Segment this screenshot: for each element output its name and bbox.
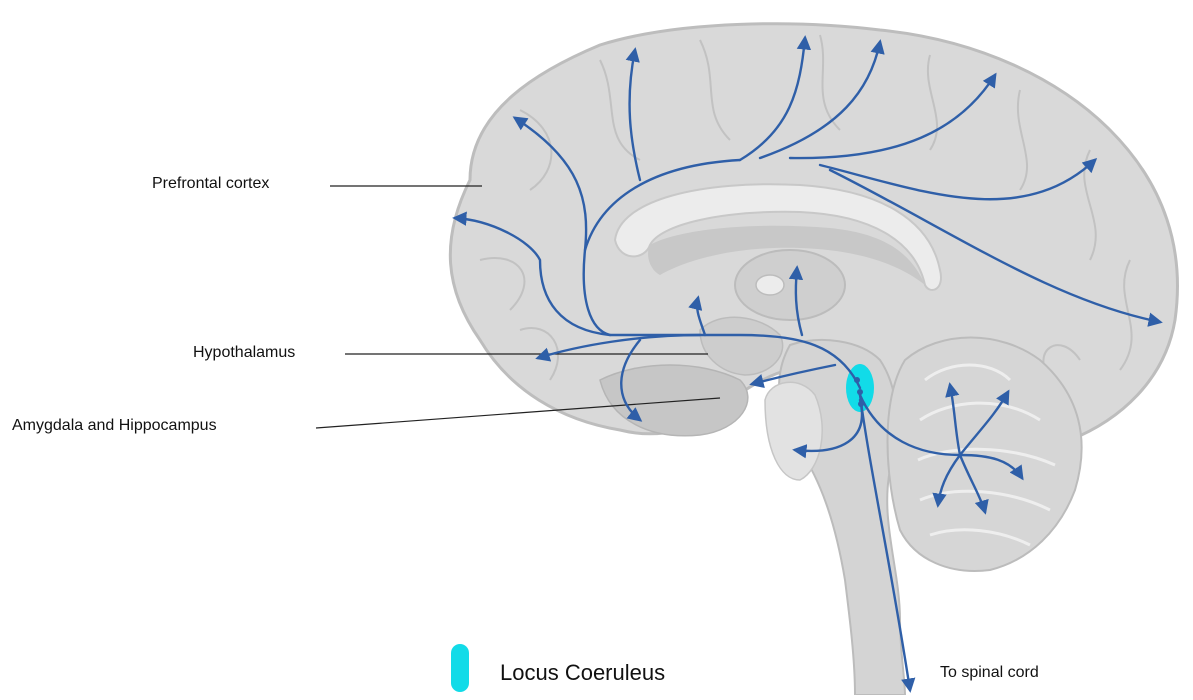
label-hypothalamus: Hypothalamus (193, 344, 295, 362)
legend-label-locus-coeruleus: Locus Coeruleus (500, 660, 665, 686)
label-amygdala-hippocampus: Amygdala and Hippocampus (12, 417, 217, 435)
legend-swatch-locus-coeruleus (451, 644, 469, 692)
pons (765, 382, 822, 480)
thalamus (735, 250, 845, 320)
cerebellum (888, 338, 1082, 571)
label-prefrontal-cortex: Prefrontal cortex (152, 175, 269, 193)
label-to-spinal-cord: To spinal cord (940, 664, 1039, 682)
lc-neuron (858, 401, 864, 407)
lc-neuron (857, 389, 863, 395)
interthalamic-adhesion (756, 275, 784, 295)
lc-neuron (854, 377, 860, 383)
